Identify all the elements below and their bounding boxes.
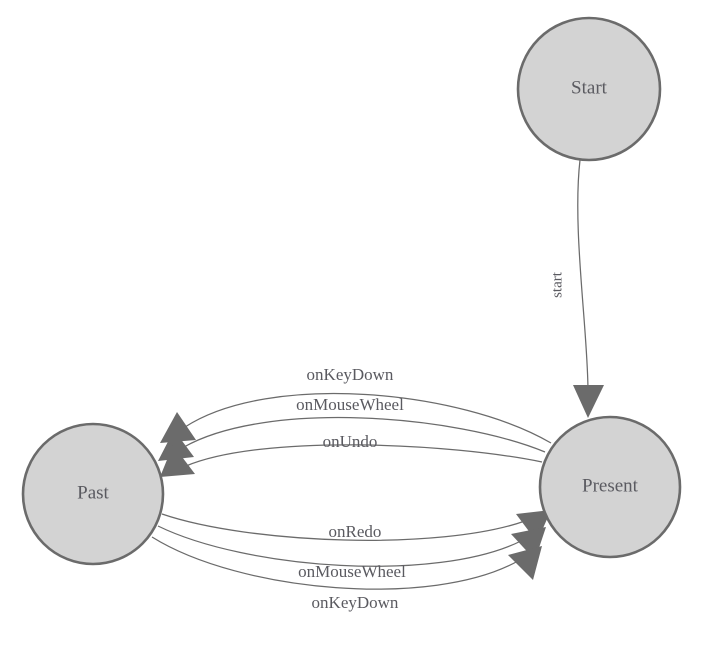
edge-past-to-present-onredo[interactable]: onRedo	[161, 510, 551, 542]
node-label-past: Past	[77, 482, 109, 503]
edge-path	[185, 444, 543, 467]
edge-label-onredo: onRedo	[329, 522, 382, 541]
arrowhead-icon	[508, 546, 542, 580]
edge-path	[161, 513, 526, 541]
edge-label-onmousewheel-up: onMouseWheel	[296, 395, 404, 414]
edge-label-onkeydown-down: onKeyDown	[312, 593, 399, 612]
edge-path	[184, 392, 552, 444]
node-past[interactable]: Past	[21, 422, 165, 566]
arrowhead-icon	[160, 445, 195, 477]
node-circle	[516, 16, 662, 162]
edge-label-onkeydown-up: onKeyDown	[307, 365, 394, 384]
edge-path	[157, 525, 522, 567]
arrowhead-icon	[158, 430, 194, 461]
node-circle	[21, 422, 165, 566]
arrowhead-icon	[160, 412, 196, 443]
edge-present-to-past-onundo[interactable]: onUndo	[160, 432, 543, 477]
edge-label-onmousewheel-down: onMouseWheel	[298, 562, 406, 581]
node-label-present: Present	[582, 475, 639, 496]
edge-path	[183, 416, 546, 453]
edge-label-onundo: onUndo	[323, 432, 378, 451]
node-label-start: Start	[571, 77, 608, 98]
edge-present-to-past-onkeydown[interactable]: onKeyDown	[160, 365, 552, 444]
edges-layer: start onKeyDown onMouseWheel onUndo	[151, 159, 604, 612]
node-circle	[538, 415, 682, 559]
edge-path	[151, 536, 519, 590]
nodes-layer: Start Present Past	[21, 16, 682, 566]
arrowhead-icon	[516, 510, 551, 542]
edge-past-to-present-onkeydown[interactable]: onKeyDown	[151, 536, 542, 612]
edge-path	[577, 159, 589, 393]
edge-label-start: start	[549, 271, 565, 298]
edge-start-to-present[interactable]: start	[549, 159, 604, 418]
edge-present-to-past-onmousewheel[interactable]: onMouseWheel	[158, 395, 546, 461]
node-present[interactable]: Present	[538, 415, 682, 559]
arrowhead-icon	[573, 385, 604, 418]
node-start[interactable]: Start	[516, 16, 662, 162]
